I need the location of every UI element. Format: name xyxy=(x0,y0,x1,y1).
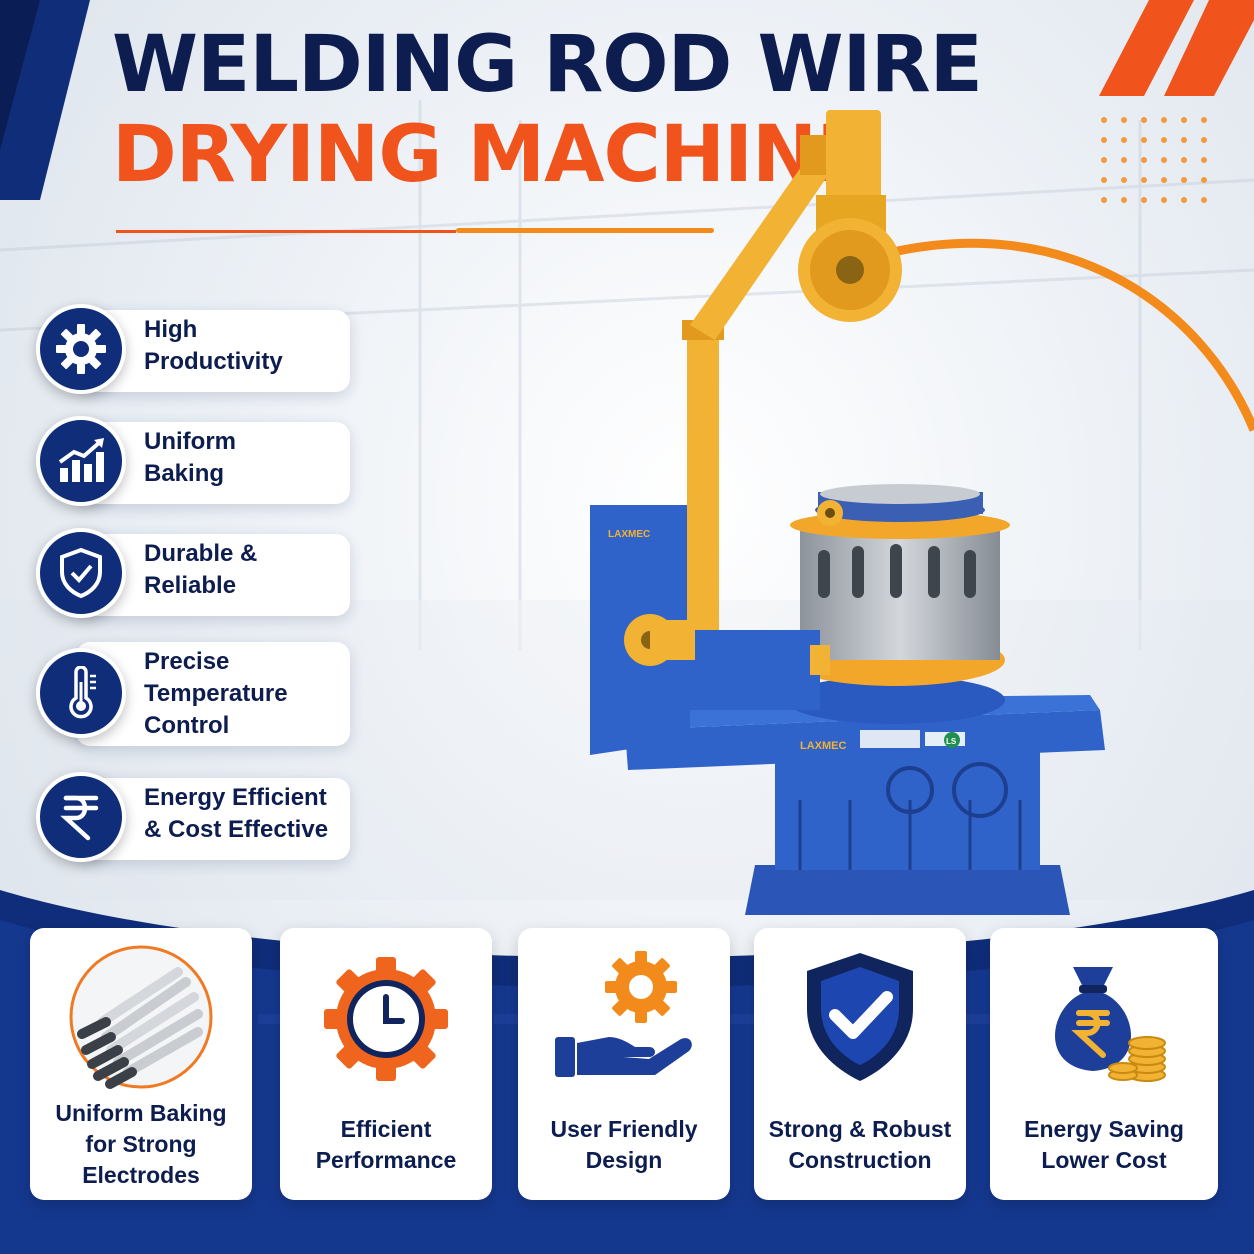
page-title: WELDING ROD WIRE DRYING MACHINE xyxy=(112,20,983,200)
benefit-card: Efficient Performance xyxy=(280,928,492,1200)
feature-label: & Cost Effective xyxy=(144,816,329,843)
shield-check-icon xyxy=(60,547,102,599)
title-line-2: DRYING MACHINE xyxy=(112,110,870,200)
gear-icon xyxy=(56,324,106,374)
shield-check-icon xyxy=(807,953,913,1081)
drying-machine-illustration: LAXMEC LS LAXMEC xyxy=(590,110,1105,915)
card-label: Design xyxy=(585,1147,663,1173)
welding-electrodes-icon xyxy=(69,945,213,1089)
hand-gear-icon xyxy=(555,951,692,1077)
benefit-card: Strong & Robust Construction xyxy=(754,928,966,1200)
feature-label: Energy Efficient xyxy=(144,784,327,811)
feature-label: Durable & xyxy=(144,540,258,567)
machine-brand: LAXMEC xyxy=(608,529,650,540)
feature-label: Baking xyxy=(144,460,225,487)
card-label: Energy Saving xyxy=(1024,1116,1184,1142)
feature-label: Precise xyxy=(144,648,230,675)
card-label: for Strong xyxy=(85,1131,197,1157)
card-connector xyxy=(730,1014,760,1024)
feature-label: Temperature xyxy=(144,680,288,707)
card-label: Electrodes xyxy=(82,1162,200,1188)
feature-label: High xyxy=(144,316,198,343)
feature-item: Precise Temperature Control xyxy=(36,636,352,748)
money-bag-icon xyxy=(1055,967,1166,1082)
benefit-card: Energy Saving Lower Cost xyxy=(990,928,1218,1200)
title-underline xyxy=(116,228,714,234)
card-label: Strong & Robust xyxy=(768,1116,952,1142)
corner-accent-right xyxy=(1099,0,1254,96)
feature-label: Uniform xyxy=(144,428,236,455)
card-label: Efficient xyxy=(340,1116,432,1142)
gear-clock-icon xyxy=(324,957,448,1081)
corner-accent-left xyxy=(0,0,90,200)
feature-item: Energy Efficient & Cost Effective xyxy=(36,768,352,864)
card-label: User Friendly xyxy=(550,1116,698,1142)
machine-brand-front: LAXMEC xyxy=(800,740,847,752)
feature-item: Uniform Baking xyxy=(36,412,352,508)
benefit-cards: Uniform Baking for Strong Electrodes xyxy=(30,928,1224,1204)
card-connector xyxy=(258,1014,288,1024)
card-label: Lower Cost xyxy=(1041,1147,1167,1173)
card-label: Performance xyxy=(315,1147,457,1173)
growth-chart-icon xyxy=(58,438,104,482)
rupee-icon xyxy=(60,795,99,841)
machine-stamp: LS xyxy=(946,737,957,746)
feature-label: Reliable xyxy=(144,572,237,599)
feature-item: High Productivity xyxy=(36,300,352,396)
thermometer-icon xyxy=(69,666,96,719)
feature-item: Durable & Reliable xyxy=(36,524,352,620)
feature-label: Productivity xyxy=(144,348,283,375)
card-connector xyxy=(494,1014,524,1024)
title-line-1: WELDING ROD WIRE xyxy=(112,20,983,110)
card-label: Construction xyxy=(788,1147,932,1173)
feature-label: Control xyxy=(144,712,230,739)
dot-pattern xyxy=(1101,117,1207,203)
card-label: Uniform Baking xyxy=(55,1100,227,1126)
benefit-card: Uniform Baking for Strong Electrodes xyxy=(30,928,252,1200)
benefit-card: User Friendly Design xyxy=(518,928,730,1200)
card-connector xyxy=(966,1014,996,1024)
